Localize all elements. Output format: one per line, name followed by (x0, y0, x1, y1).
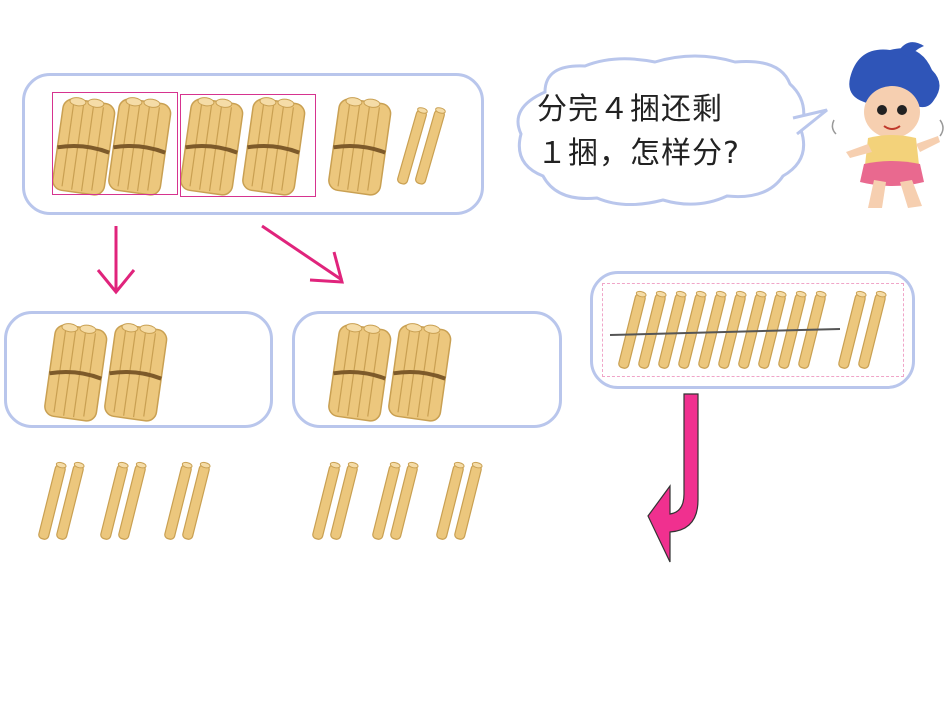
curved-arrow-icon (647, 393, 699, 563)
speech-bubble-text: 分完４捆还剩 １捆，怎样分? (537, 88, 777, 176)
bundle-of-sticks-icon (385, 318, 455, 425)
right-panel-sticks (609, 289, 888, 370)
bundle-of-sticks-icon (325, 92, 395, 199)
bundle-of-sticks-icon (101, 318, 171, 425)
bundle-of-sticks-icon (41, 318, 111, 425)
speech-bubble (516, 54, 828, 207)
highlight-box-left (52, 92, 178, 195)
speech-line-2: １捆，怎样分? (537, 136, 740, 171)
loose-sticks-right (311, 460, 484, 541)
grouping-line (609, 328, 841, 336)
cartoon-girl-icon (831, 42, 944, 208)
bundle-of-sticks-icon (325, 318, 395, 425)
right-panel-dashed-frame (602, 283, 904, 377)
down-arrow-icon (96, 226, 136, 295)
highlight-box-right (180, 94, 316, 197)
speech-line-1: 分完４捆还剩 (537, 92, 723, 127)
loose-sticks-left (37, 460, 212, 541)
middle-right-bundles (325, 318, 455, 425)
down-arrow-icon (261, 224, 344, 284)
middle-left-bundles (41, 318, 171, 425)
